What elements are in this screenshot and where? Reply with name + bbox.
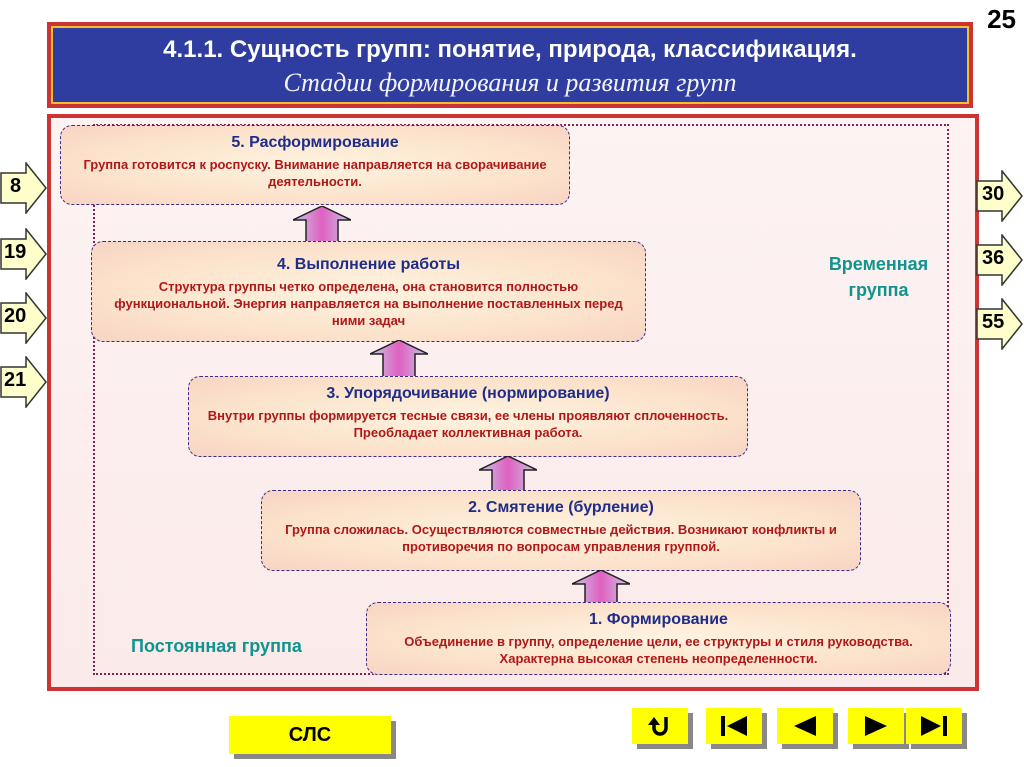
link-label: 20: [4, 305, 27, 327]
link-label: 30: [982, 183, 1005, 205]
stage-5-box: 5. Расформирование Группа готовится к ро…: [60, 125, 570, 205]
permanent-group-label: Постоянная группа: [131, 636, 302, 656]
link-slide-30[interactable]: 30: [976, 170, 1024, 222]
link-slide-8[interactable]: 8: [0, 162, 48, 214]
up-arrow-icon: [572, 570, 630, 608]
up-arrow-icon: [293, 206, 351, 244]
link-label: 8: [10, 175, 22, 197]
stage-4-title: 4. Выполнение работы: [276, 256, 461, 273]
link-slide-20[interactable]: 20: [0, 292, 48, 344]
stage-3-description: Внутри группы формируется тесные связи, …: [207, 408, 729, 440]
link-label: 19: [4, 241, 27, 263]
return-icon: [648, 717, 668, 736]
stage-1-box: 1. Формирование Объединение в группу, оп…: [366, 602, 951, 675]
stage-3-box: 3. Упорядочивание (нормирование) Внутри …: [188, 376, 748, 457]
stage-5-description: Группа готовится к роспуску. Внимание на…: [83, 157, 547, 189]
up-arrow-icon: [479, 456, 537, 494]
link-label: 55: [982, 311, 1005, 333]
last-slide-button[interactable]: [906, 708, 962, 744]
link-slide-55[interactable]: 55: [976, 298, 1024, 350]
stage-4-description: Структура группы четко определена, она с…: [114, 279, 623, 328]
link-slide-36[interactable]: 36: [976, 234, 1024, 286]
slc-button[interactable]: СЛС: [229, 716, 391, 754]
page-number: 25: [987, 4, 1016, 34]
link-slide-19[interactable]: 19: [0, 228, 48, 280]
up-arrow-icon: [370, 340, 428, 378]
stage-1-title: 1. Формирование: [589, 611, 728, 628]
first-slide-icon: [721, 716, 747, 736]
previous-slide-icon: [794, 716, 816, 736]
stage-1-description: Объединение в группу, определение цели, …: [404, 634, 913, 666]
stages-panel: 5. Расформирование Группа готовится к ро…: [47, 114, 979, 691]
stage-2-box: 2. Смятение (бурление) Группа сложилась.…: [261, 490, 861, 571]
stage-2-title: 2. Смятение (бурление): [468, 499, 654, 516]
link-slide-21[interactable]: 21: [0, 356, 48, 408]
page-subtitle: Стадии формирования и развития групп: [283, 68, 737, 97]
previous-slide-button[interactable]: [777, 708, 833, 744]
stage-2-description: Группа сложилась. Осуществляются совмест…: [285, 522, 837, 554]
link-label: 36: [982, 247, 1005, 269]
link-label: 21: [4, 369, 27, 391]
stage-3-title: 3. Упорядочивание (нормирование): [326, 385, 610, 402]
first-slide-button[interactable]: [706, 708, 762, 744]
last-slide-icon: [921, 716, 947, 736]
next-slide-button[interactable]: [848, 708, 904, 744]
next-slide-icon: [865, 716, 887, 736]
return-button[interactable]: [632, 708, 688, 744]
title-banner: 4.1.1. Сущность групп: понятие, природа,…: [47, 22, 973, 108]
temporary-group-label: Временная группа: [828, 254, 929, 300]
stage-5-title: 5. Расформирование: [231, 134, 399, 151]
page-title: 4.1.1. Сущность групп: понятие, природа,…: [163, 36, 857, 63]
stage-4-box: 4. Выполнение работы Структура группы че…: [91, 241, 646, 342]
